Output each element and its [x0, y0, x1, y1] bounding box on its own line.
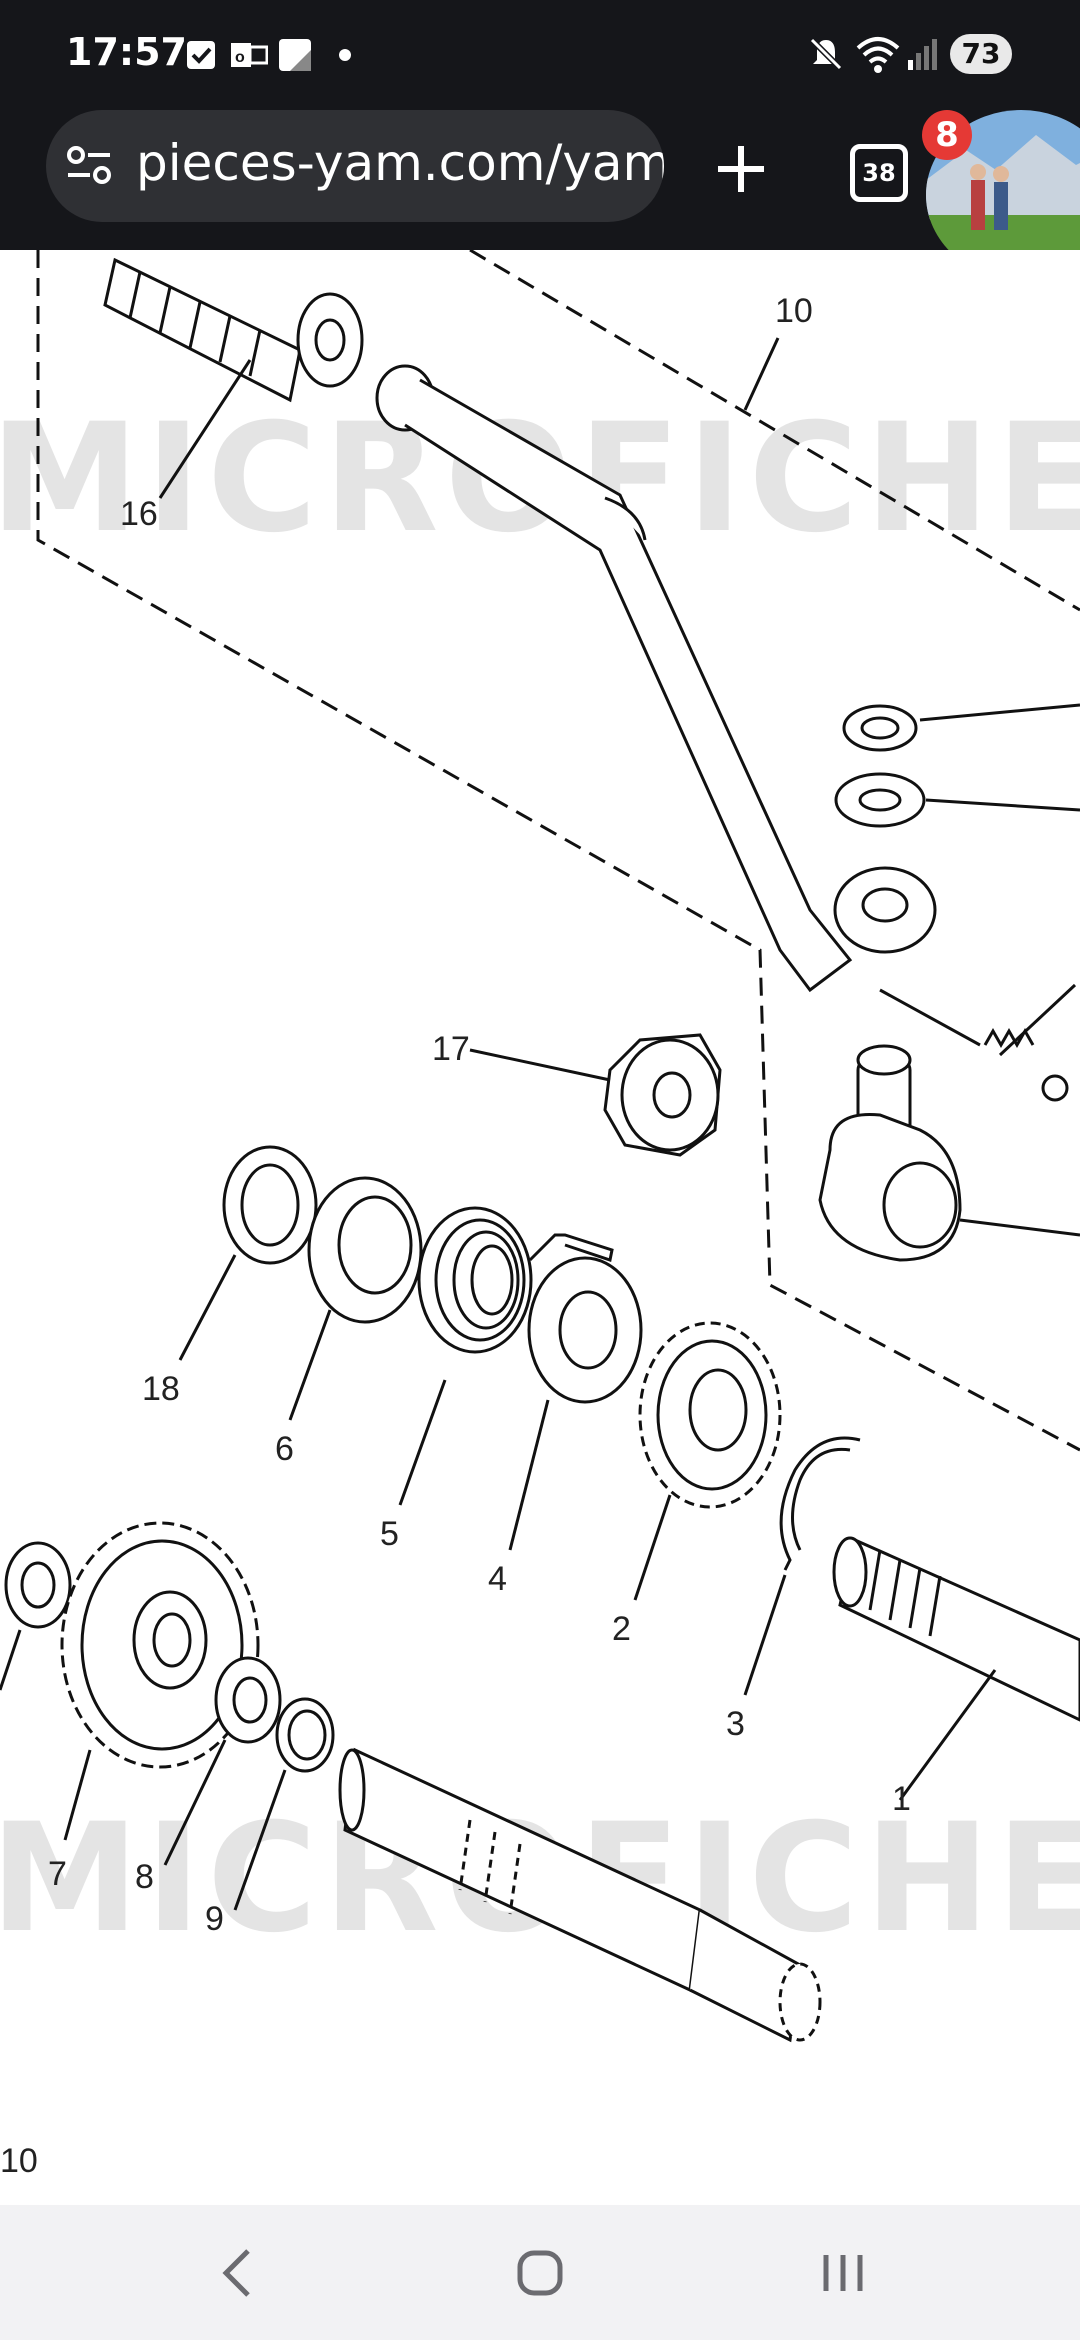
diagram-svg: MICROFICHES.N MICROFICHES.N	[0, 250, 1080, 2180]
part-1-shaft	[832, 1536, 1080, 1801]
callout-label: 3	[726, 1705, 745, 1743]
svg-text:o: o	[235, 49, 245, 66]
system-nav-bar	[0, 2205, 1080, 2340]
checkbox-icon	[187, 41, 215, 69]
partial-washer-left	[0, 1541, 72, 1691]
tab-switcher-button[interactable]: 38	[850, 144, 908, 202]
outlook-icon: o	[231, 43, 268, 67]
leader-line	[158, 359, 252, 499]
dashed-group-outline	[36, 250, 1080, 1452]
mute-icon	[809, 37, 843, 71]
status-bar: 17:57 o 73	[0, 0, 1080, 110]
callout-label: 9	[205, 1900, 224, 1938]
wifi-icon	[856, 37, 900, 73]
dot-icon	[339, 49, 351, 61]
callout-label: 18	[142, 1370, 180, 1408]
callout-label: 10	[0, 2142, 38, 2180]
notification-badge: 8	[922, 110, 972, 160]
callout-label: 16	[120, 495, 158, 533]
callout-label: 7	[48, 1855, 67, 1893]
part-2-gear	[633, 1321, 782, 1601]
part-18-seal	[178, 1145, 318, 1361]
callout-label: 2	[612, 1610, 631, 1648]
new-tab-plus-icon[interactable]	[706, 134, 776, 204]
part-3-clip	[743, 1436, 861, 1696]
back-icon[interactable]	[218, 2245, 258, 2301]
kick-boss	[818, 1044, 1080, 1262]
parts-diagram: MICROFICHES.N MICROFICHES.N	[0, 250, 1080, 2205]
battery-indicator: 73	[950, 34, 1012, 74]
app-icon	[279, 39, 311, 71]
part-5-spring	[398, 1206, 614, 1506]
part-17-nut	[469, 1033, 722, 1157]
browser-toolbar: pieces-yam.com/yama 38 8	[0, 110, 1080, 280]
site-settings-icon[interactable]	[66, 144, 114, 188]
callout-label: 1	[892, 1780, 911, 1818]
part-7-gear	[60, 1521, 260, 1841]
recents-icon[interactable]	[820, 2251, 866, 2295]
callout-label: 4	[488, 1560, 507, 1598]
part-9-circlip	[233, 1697, 335, 1911]
callout-label: 5	[380, 1515, 399, 1553]
part-8-washer	[163, 1656, 282, 1866]
leader-line	[743, 337, 780, 411]
callout-label: 8	[135, 1858, 154, 1896]
part-10-kick-lever	[375, 364, 937, 993]
part-4-washer	[508, 1256, 643, 1551]
signal-icon	[908, 39, 937, 70]
callout-label: 6	[275, 1430, 294, 1468]
callout-label: 10	[775, 292, 813, 330]
spring-and-ball	[879, 983, 1077, 1102]
part-16-grip	[103, 257, 364, 403]
url-bar[interactable]: pieces-yam.com/yama	[46, 110, 664, 222]
url-text[interactable]: pieces-yam.com/yama	[136, 134, 664, 192]
lever-washers	[834, 703, 1080, 828]
home-icon[interactable]	[516, 2249, 564, 2297]
main-axle	[338, 1747, 822, 2043]
status-time: 17:57	[66, 30, 187, 74]
callout-label: 17	[432, 1030, 470, 1068]
part-6-guide	[288, 1176, 423, 1421]
